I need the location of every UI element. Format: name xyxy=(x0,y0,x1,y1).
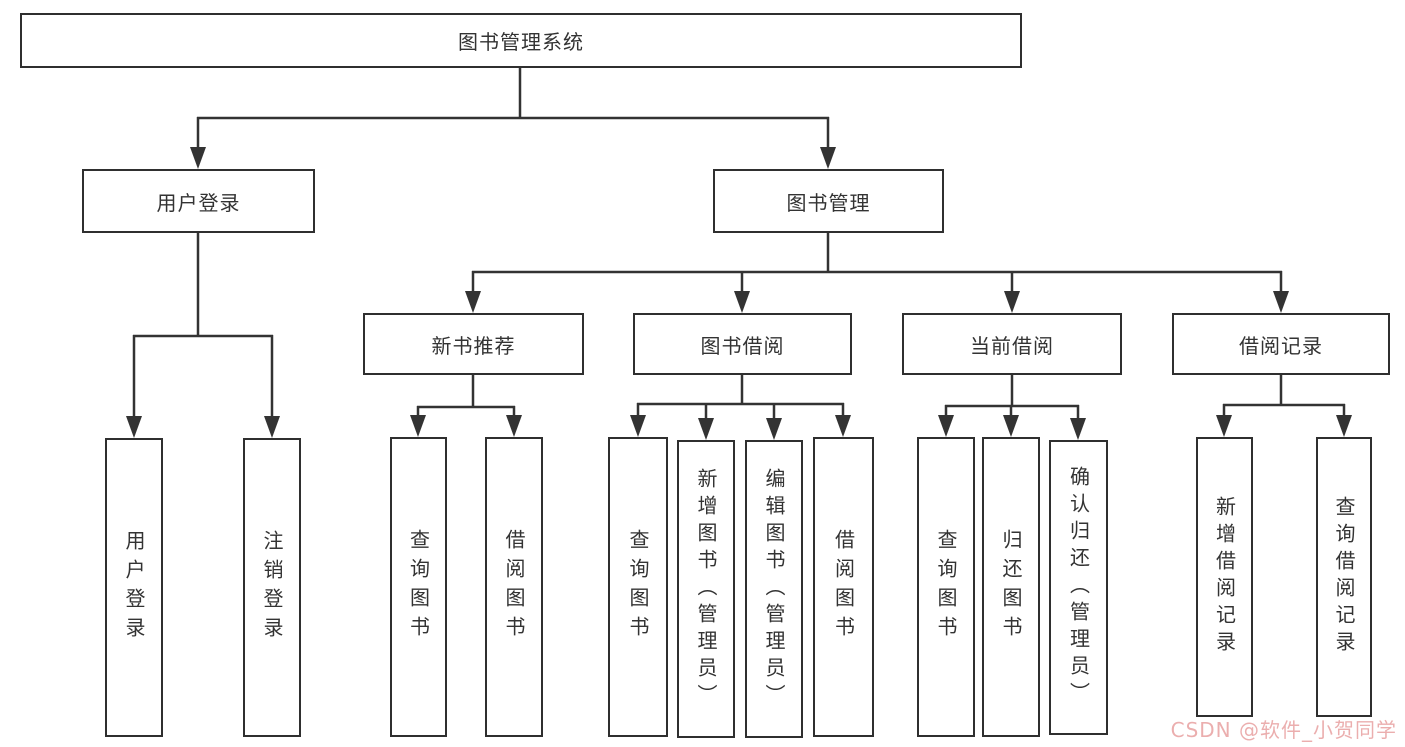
leaf-label: 新增图书（管理员） xyxy=(694,467,718,711)
node-borrowing-records: 借阅记录 xyxy=(1172,313,1390,375)
leaf-label: 编辑图书（管理员） xyxy=(762,467,786,711)
node-label: 借阅记录 xyxy=(1239,333,1323,358)
node-label: 图书管理 xyxy=(786,190,871,215)
leaf-label: 查询借阅记录 xyxy=(1332,496,1356,658)
leaf-label: 查询图书 xyxy=(934,529,958,645)
node-book-management: 图书管理 xyxy=(713,169,944,233)
leaf-borrow-books-new-rec: 借阅图书 xyxy=(485,437,543,737)
node-label: 当前借阅 xyxy=(970,333,1054,358)
leaf-user-login: 用户登录 xyxy=(105,438,163,737)
leaf-borrow-books: 借阅图书 xyxy=(813,437,874,737)
node-label: 用户登录 xyxy=(156,190,241,215)
leaf-label: 确认归还（管理员） xyxy=(1066,466,1091,709)
node-current-borrowing: 当前借阅 xyxy=(902,313,1122,375)
node-label: 图书借阅 xyxy=(700,333,785,358)
arrowheads xyxy=(126,147,1352,440)
leaf-label: 查询图书 xyxy=(626,529,650,645)
leaf-label: 查询图书 xyxy=(406,529,431,645)
leaf-query-books-new-rec: 查询图书 xyxy=(390,437,447,737)
node-new-book-recommend: 新书推荐 xyxy=(363,313,584,375)
leaf-return-books: 归还图书 xyxy=(982,437,1040,737)
leaf-add-books-admin: 新增图书（管理员） xyxy=(677,440,735,738)
node-library-management-system: 图书管理系统 xyxy=(20,13,1022,68)
node-book-borrowing: 图书借阅 xyxy=(633,313,852,375)
leaf-label: 借阅图书 xyxy=(502,529,526,645)
leaf-label: 归还图书 xyxy=(999,529,1023,645)
node-user-login: 用户登录 xyxy=(82,169,315,233)
leaf-label: 注销登录 xyxy=(260,529,284,646)
node-label: 图书管理系统 xyxy=(458,30,584,54)
leaf-logout: 注销登录 xyxy=(243,438,301,737)
leaf-query-books-current: 查询图书 xyxy=(917,437,975,737)
leaf-query-books-borrowing: 查询图书 xyxy=(608,437,668,737)
leaf-query-borrow-record: 查询借阅记录 xyxy=(1316,437,1372,717)
leaf-edit-books-admin: 编辑图书（管理员） xyxy=(745,440,803,738)
leaf-label: 用户登录 xyxy=(122,529,146,646)
leaf-label: 新增借阅记录 xyxy=(1212,496,1237,658)
leaf-confirm-return-admin: 确认归还（管理员） xyxy=(1049,440,1108,735)
node-label: 新书推荐 xyxy=(431,333,516,358)
leaf-label: 借阅图书 xyxy=(831,529,856,645)
leaf-add-borrow-record: 新增借阅记录 xyxy=(1196,437,1253,717)
